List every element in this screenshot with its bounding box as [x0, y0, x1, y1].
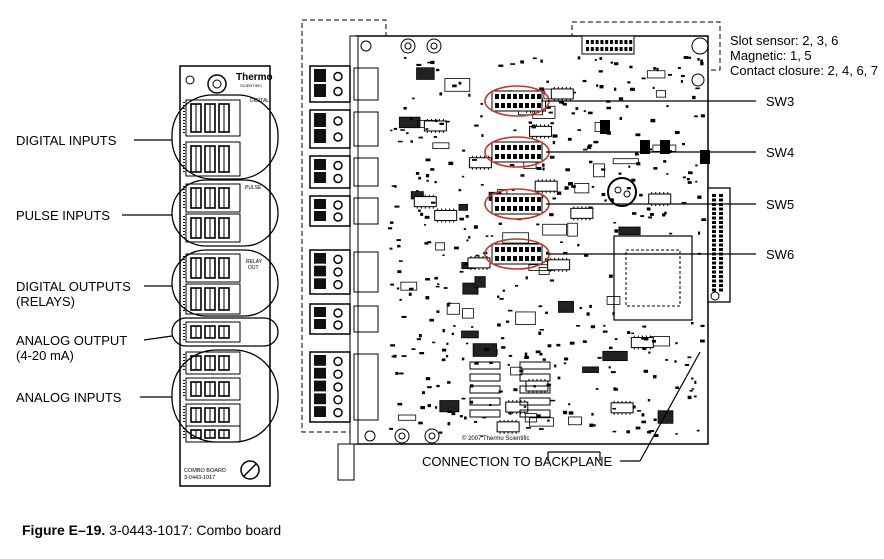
svg-text:OUT: OUT — [248, 265, 259, 271]
label-analog-output: ANALOG OUTPUT — [16, 333, 128, 348]
top-screw-icon — [207, 74, 227, 94]
faceplate-logo: Thermo — [236, 72, 273, 83]
label-slot-sensor: Slot sensor: 2, 3, 6 — [730, 33, 839, 48]
right-leader-lines — [546, 100, 756, 462]
figure-caption: Figure E–19. 3-0443-1017: Combo board — [22, 522, 281, 538]
svg-text:PULSE: PULSE — [245, 185, 262, 191]
figure-caption-text: 3-0443-1017: Combo board — [105, 522, 282, 538]
svg-text:RELAY: RELAY — [246, 259, 263, 265]
label-sw6: SW6 — [766, 247, 795, 262]
analog-output-group — [171, 317, 279, 347]
label-analog-output-range: (4-20 mA) — [16, 348, 74, 363]
label-relays: (RELAYS) — [16, 294, 75, 309]
faceplate: Thermo SCIENTIFIC DIGITAL PULSE RELAY OU… — [171, 65, 279, 487]
pulse-inputs-group — [171, 179, 279, 247]
left-leader-lines — [122, 139, 173, 398]
label-sw4: SW4 — [766, 145, 795, 160]
faceplate-footer-1: COMBO BOARD — [184, 468, 226, 474]
figure-number: Figure E–19. — [22, 522, 106, 538]
label-analog-inputs: ANALOG INPUTS — [16, 390, 122, 405]
label-contact-closure: Contact closure: 2, 4, 6, 7 — [730, 63, 879, 78]
label-pulse-inputs: PULSE INPUTS — [16, 208, 110, 223]
label-sw3: SW3 — [766, 94, 795, 109]
label-digital-outputs: DIGITAL OUTPUTS — [16, 279, 131, 294]
digital-inputs-group — [171, 94, 279, 180]
label-backplane: CONNECTION TO BACKPLANE — [422, 454, 613, 469]
board-copyright: © 2007 Thermo Scientific — [462, 435, 529, 442]
label-magnetic: Magnetic: 1, 5 — [730, 48, 812, 63]
analog-inputs-group — [171, 349, 279, 443]
digital-outputs-group — [171, 249, 279, 317]
faceplate-footer-2: 3-0443-1017 — [184, 475, 215, 481]
bottom-screw-icon — [240, 460, 260, 480]
label-digital-inputs: DIGITAL INPUTS — [16, 133, 117, 148]
svg-text:SCIENTIFIC: SCIENTIFIC — [240, 83, 262, 88]
label-sw5: SW5 — [766, 197, 795, 212]
